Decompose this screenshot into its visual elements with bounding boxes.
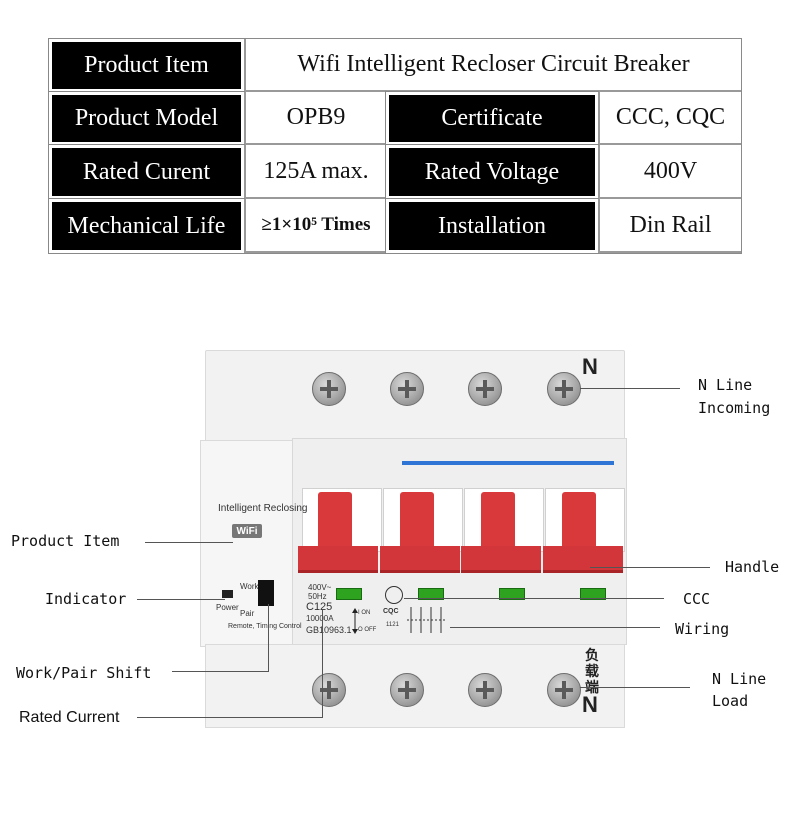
work-pair-switch[interactable] [258, 580, 274, 606]
on-label: I ON [358, 610, 371, 616]
terminal-screw-icon [468, 372, 502, 406]
value-certificate: CCC, CQC [598, 92, 741, 145]
breaker-control-module [200, 440, 294, 647]
on-off-arrow-icon [352, 608, 358, 634]
leader-rated-current-vertical [322, 610, 323, 718]
brand-label: Intelligent Reclosing [218, 503, 308, 514]
neutral-top-mark: N [582, 354, 598, 379]
label-rated-voltage: Rated Voltage [385, 144, 599, 200]
label-product-model: Product Model [48, 91, 245, 146]
status-window [499, 588, 525, 600]
standard-label: GB10963.1 [306, 625, 352, 635]
neutral-bottom-mark: N [582, 692, 598, 717]
breaking-capacity-label: 10000A [306, 614, 334, 623]
value-mechanical-life: ≥1×10⁵ Times [244, 199, 386, 253]
breaker-handle[interactable] [562, 492, 596, 547]
terminal-screw-icon [390, 673, 424, 707]
terminal-screw-icon [547, 372, 581, 406]
leader-wiring [450, 627, 660, 628]
label-product-item: Product Item [48, 38, 245, 93]
load-side-mark: 负载端 [585, 648, 599, 696]
terminal-screw-icon [547, 673, 581, 707]
label-mechanical-life: Mechanical Life [48, 198, 245, 254]
wiring-diagram-icon [407, 607, 445, 633]
callout-n-line-load-1: N Line [712, 670, 767, 688]
callout-n-line-incoming-2: Incoming [698, 399, 771, 417]
value-product-item: Wifi Intelligent Recloser Circuit Breake… [244, 39, 741, 92]
value-rated-current: 125A max. [244, 145, 386, 199]
cqc-mark: CQC [383, 608, 399, 615]
leader-indicator [137, 599, 225, 600]
power-indicator-led [222, 590, 233, 598]
accent-stripe [402, 461, 614, 465]
leader-rated-current [137, 717, 323, 718]
callout-n-line-load-2: Load [712, 692, 749, 710]
breaker-handle-base[interactable] [461, 546, 541, 573]
breaker-handle-base[interactable] [543, 546, 623, 573]
callout-rated-current: Rated Current [19, 709, 120, 726]
leader-product-item [145, 542, 233, 543]
terminal-screw-icon [390, 372, 424, 406]
label-rated-current: Rated Curent [48, 144, 245, 200]
ccc-mark-icon [385, 586, 403, 604]
leader-n-line-incoming [580, 388, 680, 389]
callout-n-line-incoming-1: N Line [698, 376, 753, 394]
wifi-badge: WiFi [232, 524, 262, 538]
breaker-handle[interactable] [318, 492, 352, 547]
work-label: Work [240, 582, 259, 591]
certificate-code: 1121 [386, 622, 399, 628]
terminal-screw-icon [312, 372, 346, 406]
label-installation: Installation [385, 198, 599, 254]
value-installation: Din Rail [598, 199, 741, 253]
off-label: O OFF [358, 627, 377, 633]
callout-ccc: CCC [683, 590, 711, 608]
breaker-handle-base[interactable] [380, 546, 460, 573]
voltage-label: 400V~ [308, 583, 332, 592]
callout-work-pair-shift: Work/Pair Shift [16, 664, 152, 682]
rating-label: C125 [306, 601, 333, 613]
terminal-screw-icon [312, 673, 346, 707]
terminal-screw-icon [468, 673, 502, 707]
value-product-model: OPB9 [244, 92, 386, 145]
status-window [418, 588, 444, 600]
frequency-label: 50Hz [308, 592, 327, 601]
power-label: Power [216, 603, 239, 612]
callout-wiring: Wiring [675, 620, 730, 638]
leader-ccc [404, 598, 664, 599]
leader-work-pair-shift-vertical [268, 604, 269, 672]
value-rated-voltage: 400V [598, 145, 741, 199]
pair-label: Pair [240, 609, 255, 618]
leader-n-line-load [580, 687, 690, 688]
leader-handle [590, 567, 710, 568]
callout-product-item: Product Item [11, 532, 120, 550]
status-window [580, 588, 606, 600]
label-certificate: Certificate [385, 91, 599, 146]
callout-handle: Handle [725, 558, 780, 576]
status-window [336, 588, 362, 600]
breaker-handle[interactable] [400, 492, 434, 547]
spec-table: Product Item Wifi Intelligent Recloser C… [48, 38, 742, 254]
leader-work-pair-shift [172, 671, 269, 672]
remote-label: Remote, Timing Control [228, 623, 302, 630]
breaker-handle[interactable] [481, 492, 515, 547]
breaker-handle-base[interactable] [298, 546, 378, 573]
callout-indicator: Indicator [45, 590, 127, 608]
